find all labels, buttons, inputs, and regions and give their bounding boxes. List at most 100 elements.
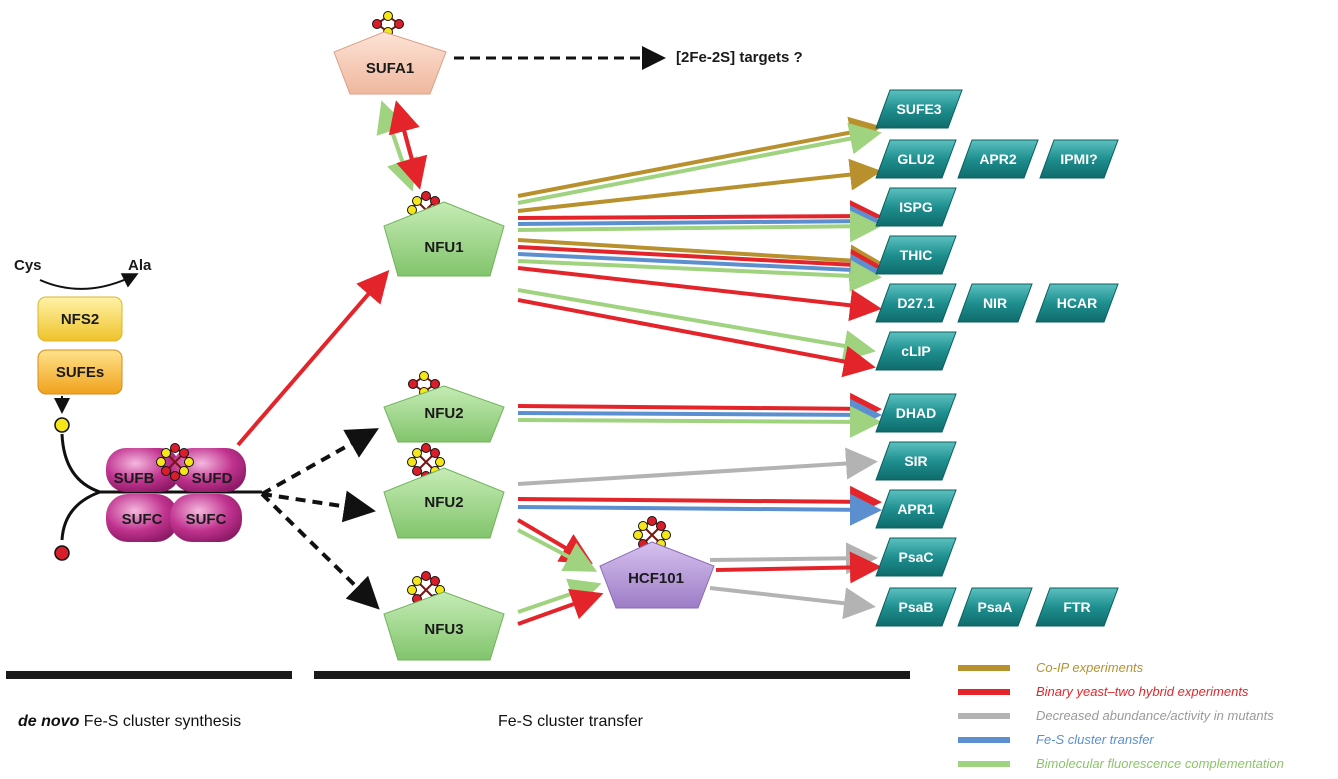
legend-mutant-swatch: [958, 713, 1010, 719]
nfu1-d271-y2h: [517, 266, 882, 322]
nfu1-thic-bifc: [517, 259, 882, 292]
sufa1-to-nfu1-bifc-arrow: [382, 107, 418, 192]
sufd-label: SUFD: [192, 470, 233, 487]
nfu1-sufe3-bifc: [517, 122, 882, 205]
nfu1-sufe3-coip: [517, 116, 882, 198]
sufbcd-to-nfu2b-arrow: [261, 490, 376, 523]
nfs2-label: NFS2: [61, 311, 99, 328]
legend-mutant-label: Decreased abundance/activity in mutants: [1036, 708, 1274, 723]
target-sir-box: [875, 441, 957, 481]
nfu2b-node: [383, 467, 505, 539]
sufc1-label: SUFC: [122, 511, 163, 528]
target-thic-box: [875, 235, 957, 275]
sufc2-label: SUFC: [186, 511, 227, 528]
legend-bifc-label: Bimolecular fluorescence complementation: [1036, 756, 1284, 771]
nfu1-ispg-y2h: [517, 200, 882, 233]
nfu3-label: NFU3: [424, 621, 463, 638]
target-psac-box: [875, 537, 957, 577]
target-glu2-label: GLU2: [897, 151, 935, 167]
cys-label: Cys: [14, 257, 42, 274]
target-dhad-label: DHAD: [896, 405, 936, 421]
synthesis-section-emphasis: de novo: [18, 713, 80, 730]
sufa1-node: [333, 31, 447, 95]
target-apr1-label: APR1: [897, 501, 935, 517]
target-apr2-label: APR2: [979, 151, 1017, 167]
target-sufe3-label: SUFE3: [896, 101, 941, 117]
target-glu2-box: [875, 139, 957, 179]
nfu2a-dhad-bifc: [517, 405, 882, 438]
target-ipmi-label: IPMI?: [1060, 151, 1097, 167]
nfu1-glu2-coip: [517, 158, 882, 213]
legend: Co-IP experiments Binary yeast–two hybri…: [958, 660, 1284, 771]
target-ispg-box: [875, 187, 957, 227]
legend-y2h-swatch: [958, 689, 1010, 695]
target-psab-box: [875, 587, 957, 627]
nfu1-thic-transfer: [517, 252, 882, 286]
cys-ala-conversion-arrow: [39, 273, 139, 290]
nfu1-ispg-transfer: [517, 205, 882, 238]
nfu2b-sir-mutant: [517, 447, 878, 486]
target-apr2-box: [957, 139, 1039, 179]
target-ispg-label: ISPG: [899, 199, 933, 215]
sufes-label: SUFEs: [56, 364, 104, 381]
target-clip-label: cLIP: [901, 343, 931, 359]
sufc1-box: [106, 494, 178, 542]
target-ftr-label: FTR: [1063, 599, 1090, 615]
synthesis-panel: Cys Ala NFS2 SUFEs SUFB SUFD SUFC SUFC: [14, 257, 262, 561]
legend-coip-swatch: [958, 665, 1010, 671]
target-ftr-box: [1035, 587, 1119, 627]
nfu3-hcf101-y2h: [517, 589, 604, 626]
sufbcd-to-nfu1-arrow: [236, 269, 390, 447]
hcf101-psac-mutant: [709, 542, 878, 575]
hcf101-label: HCF101: [628, 570, 684, 587]
target-nir-box: [957, 283, 1033, 323]
target-sufe3-box: [875, 89, 963, 129]
nfu1-thic-y2h: [517, 245, 882, 281]
target-psac-label: PsaC: [898, 549, 933, 565]
transfer-section-bar: [314, 671, 910, 679]
nfu2a-dhad-transfer: [517, 398, 882, 431]
target-d271-box: [875, 283, 957, 323]
transfer-section-label: Fe-S cluster transfer: [498, 713, 644, 730]
sufa1-cluster-icon: [372, 11, 404, 37]
nfu2a-label: NFU2: [424, 405, 463, 422]
nfu1-clip-y2h: [517, 298, 876, 378]
hcf101-psab-mutant: [709, 586, 876, 620]
sufc2-box: [170, 494, 242, 542]
legend-transfer-label: Fe-S cluster transfer: [1036, 732, 1154, 747]
hcf101-node: [599, 541, 715, 609]
nfu2a-dhad-y2h: [517, 392, 882, 425]
arrows-layer: [236, 100, 882, 626]
target-psaa-box: [957, 587, 1033, 627]
nfu1-thic-coip: [517, 238, 882, 277]
legend-bifc-swatch: [958, 761, 1010, 767]
hcf101-psac-y2h: [715, 551, 882, 584]
nfu2a-cluster-icon: [408, 371, 440, 397]
target-hcar-label: HCAR: [1057, 295, 1097, 311]
nfu1-clip-bifc: [517, 288, 876, 362]
sufb-label: SUFB: [114, 470, 155, 487]
nfu2b-hcf101-bifc: [517, 528, 598, 572]
target-sir-label: SIR: [904, 453, 927, 469]
nfu2b-apr1-transfer: [517, 493, 882, 526]
sufa1-to-nfu1-y2h-arrow: [396, 107, 428, 190]
synthesis-section-rest: Fe-S cluster synthesis: [79, 713, 241, 730]
sulfur-dot-icon: [54, 417, 70, 433]
legend-y2h-label: Binary yeast–two hybrid experiments: [1036, 684, 1249, 699]
nfu2b-apr1-y2h: [517, 485, 882, 518]
nfu1-ispg-bifc: [517, 210, 882, 243]
synthesis-section-label: de novo Fe-S cluster synthesis: [18, 713, 241, 730]
target-apr1-box: [875, 489, 957, 529]
target-d271-label: D27.1: [897, 295, 935, 311]
nfs2-box: [37, 296, 123, 342]
iron-dot-icon: [54, 545, 70, 561]
target-nir-label: NIR: [983, 295, 1007, 311]
sufa1-label: SUFA1: [366, 60, 414, 77]
target-ipmi-box: [1039, 139, 1119, 179]
sufes-box: [37, 349, 123, 395]
sufbcd-cluster-icon: [156, 443, 194, 481]
nfu2b-label: NFU2: [424, 494, 463, 511]
nfu1-node: [383, 201, 505, 277]
target-dhad-box: [875, 393, 957, 433]
